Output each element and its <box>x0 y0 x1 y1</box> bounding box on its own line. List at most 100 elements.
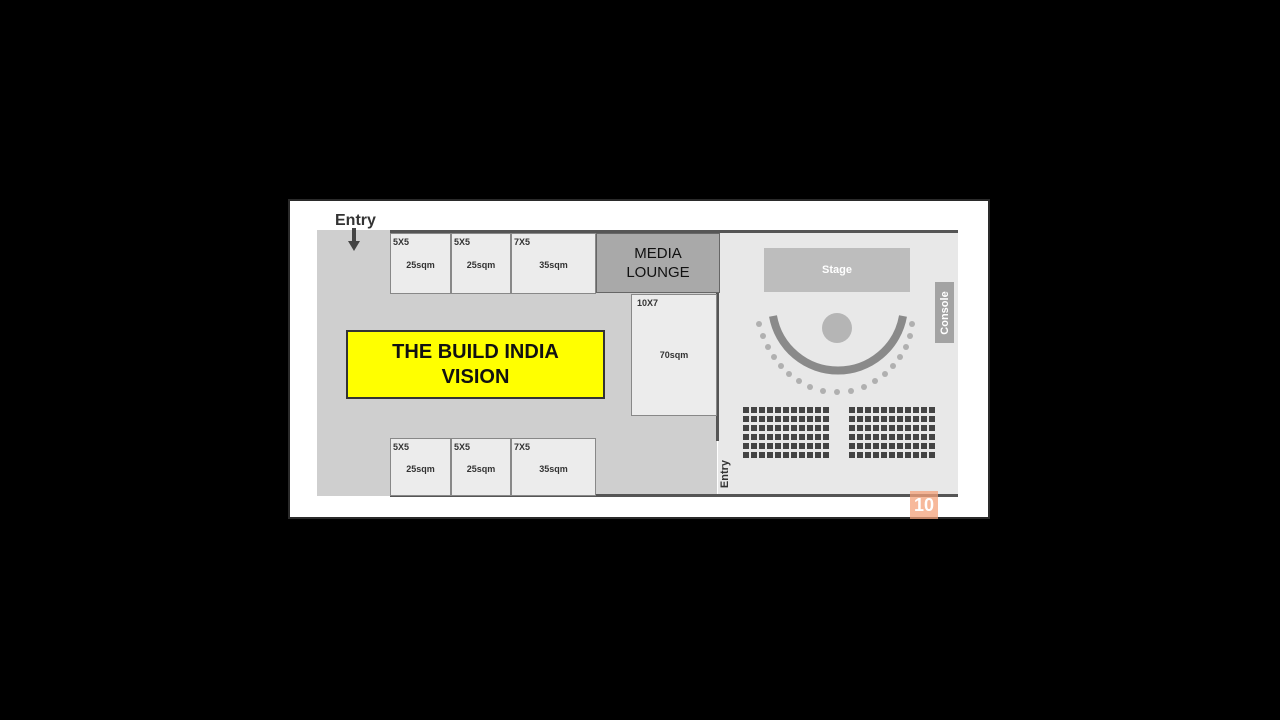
seat <box>807 416 813 422</box>
media-lounge-line1: MEDIA <box>634 245 682 262</box>
seat <box>823 452 829 458</box>
seat <box>791 416 797 422</box>
seat <box>921 416 927 422</box>
seat <box>865 416 871 422</box>
seat <box>783 443 789 449</box>
seat <box>791 452 797 458</box>
seat <box>881 434 887 440</box>
seat <box>865 443 871 449</box>
seat <box>913 443 919 449</box>
seat <box>743 452 749 458</box>
seat <box>913 425 919 431</box>
console-box: Console <box>935 282 954 343</box>
seat <box>799 407 805 413</box>
booth-top-1[interactable]: 5X5 25sqm <box>390 233 451 294</box>
seat <box>929 416 935 422</box>
seat <box>857 452 863 458</box>
seat <box>751 452 757 458</box>
seat <box>881 452 887 458</box>
seat <box>849 443 855 449</box>
booth-code: 7X5 <box>514 237 531 247</box>
seating-block-left <box>743 407 829 458</box>
seat <box>799 452 805 458</box>
booth-bottom-1[interactable]: 5X5 25sqm <box>390 438 451 496</box>
seat <box>791 434 797 440</box>
seat <box>799 416 805 422</box>
seat <box>743 434 749 440</box>
seat <box>807 452 813 458</box>
booth-large[interactable]: 10X7 70sqm <box>631 294 717 416</box>
seat <box>823 425 829 431</box>
seat <box>881 416 887 422</box>
booth-top-2[interactable]: 5X5 25sqm <box>451 233 511 294</box>
booth-area: 25sqm <box>466 260 496 270</box>
seat <box>807 407 813 413</box>
seat <box>791 407 797 413</box>
booth-code: 5X5 <box>454 442 471 452</box>
booth-area: 25sqm <box>406 464 435 474</box>
seat <box>767 425 773 431</box>
seat <box>743 443 749 449</box>
seat <box>815 425 821 431</box>
seat <box>759 434 765 440</box>
seat <box>897 452 903 458</box>
stage: Stage <box>764 248 910 292</box>
seat <box>775 407 781 413</box>
seat <box>897 425 903 431</box>
seat <box>775 416 781 422</box>
seat <box>921 407 927 413</box>
stage-label: Stage <box>822 264 852 276</box>
seat <box>929 443 935 449</box>
build-india-vision-banner: THE BUILD INDIA VISION <box>346 330 605 399</box>
seat <box>881 407 887 413</box>
seat <box>921 425 927 431</box>
stage-arc <box>769 315 907 375</box>
seat <box>905 434 911 440</box>
booth-top-3[interactable]: 7X5 35sqm <box>511 233 596 294</box>
seat <box>799 443 805 449</box>
seat <box>865 425 871 431</box>
seat <box>815 416 821 422</box>
seat <box>751 416 757 422</box>
seat <box>913 452 919 458</box>
entry-side-label: Entry <box>719 459 731 489</box>
seat <box>913 434 919 440</box>
podium-circle <box>822 313 852 343</box>
seat <box>905 407 911 413</box>
seat <box>775 425 781 431</box>
seat <box>791 443 797 449</box>
seat <box>791 425 797 431</box>
arc-seat-dots <box>756 321 915 395</box>
booth-code: 10X7 <box>637 298 659 308</box>
bottom-wall <box>390 494 958 497</box>
seat <box>889 425 895 431</box>
seat <box>767 452 773 458</box>
seat <box>783 416 789 422</box>
seat <box>881 425 887 431</box>
seat <box>873 416 879 422</box>
seat <box>905 452 911 458</box>
seat <box>873 443 879 449</box>
booth-bottom-2[interactable]: 5X5 25sqm <box>451 438 511 496</box>
seat <box>849 452 855 458</box>
seat <box>759 452 765 458</box>
seat <box>881 443 887 449</box>
seat <box>767 434 773 440</box>
booth-bottom-3[interactable]: 7X5 35sqm <box>511 438 596 496</box>
seating-block-right <box>849 407 935 458</box>
seat <box>905 443 911 449</box>
seat <box>775 452 781 458</box>
seat <box>889 434 895 440</box>
seat <box>823 434 829 440</box>
media-lounge[interactable]: MEDIA LOUNGE <box>596 233 720 293</box>
booth-code: 7X5 <box>514 442 531 452</box>
seat <box>873 407 879 413</box>
seat <box>857 434 863 440</box>
seat <box>929 425 935 431</box>
seat <box>759 416 765 422</box>
seat <box>857 443 863 449</box>
seat <box>857 425 863 431</box>
seat <box>751 407 757 413</box>
seat <box>905 416 911 422</box>
seat <box>889 452 895 458</box>
